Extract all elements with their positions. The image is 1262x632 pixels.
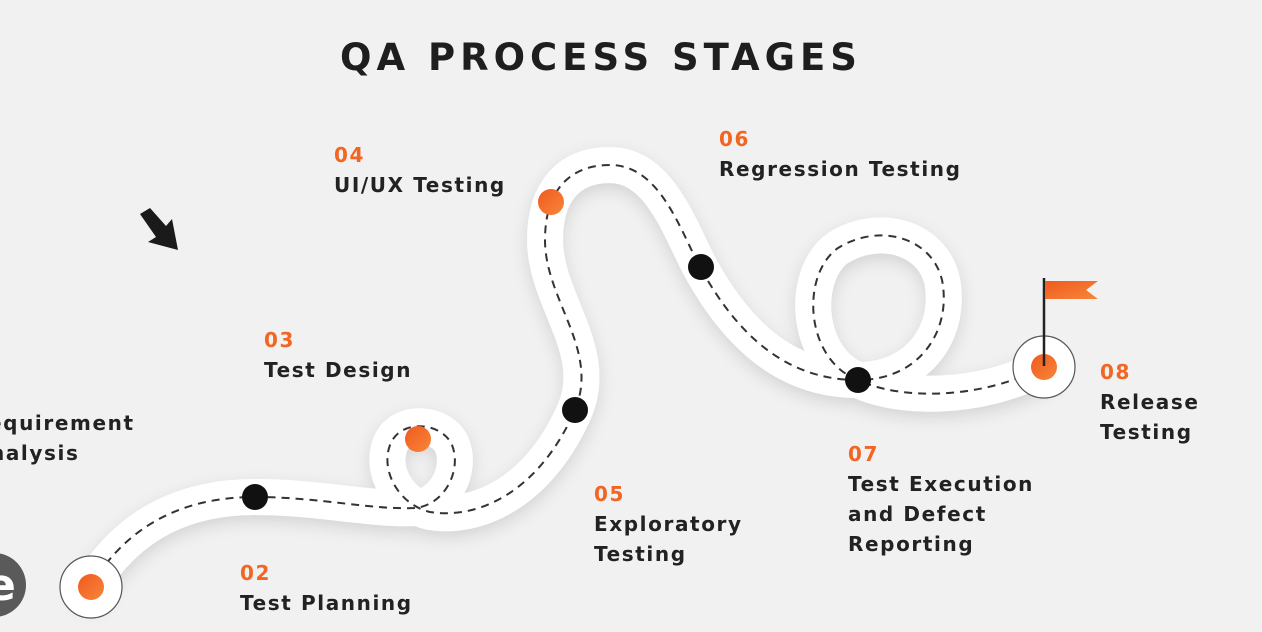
stage-06-label: 06 Regression Testing [719, 124, 962, 184]
stage-name: and Defect [848, 502, 987, 526]
flag-icon [1042, 278, 1098, 366]
start-marker [59, 555, 123, 619]
stage-03-label: 03 Test Design [264, 325, 412, 385]
milestone-dot-02 [242, 484, 268, 510]
milestone-dot-05 [562, 397, 588, 423]
milestone-dot-03 [405, 426, 431, 452]
stage-02-label: 02 Test Planning [240, 558, 413, 618]
stage-number: 06 [719, 127, 751, 151]
milestone-dot-07 [845, 367, 871, 393]
stage-number: 03 [264, 328, 296, 352]
milestone-dot-04 [538, 189, 564, 215]
stage-number: 08 [1100, 360, 1132, 384]
stage-number: 02 [240, 561, 272, 585]
arrow-down-right-icon [140, 208, 178, 250]
stage-name: Reporting [848, 532, 975, 556]
stage-name: nalysis [0, 441, 80, 465]
stage-07-label: 07 Test Execution and Defect Reporting [848, 439, 1034, 559]
stage-name: UI/UX Testing [334, 173, 506, 197]
stage-name: Exploratory [594, 512, 743, 536]
milestone-dot-06 [688, 254, 714, 280]
stage-05-label: 05 Exploratory Testing [594, 479, 743, 569]
stage-name: Test Execution [848, 472, 1034, 496]
stage-name: Test Design [264, 358, 413, 382]
stage-name: Test Planning [240, 591, 413, 615]
stage-name: Regression Testing [719, 157, 962, 181]
page-title: QA PROCESS STAGES [340, 36, 862, 79]
stage-01-label: equirement nalysis [0, 408, 135, 468]
stage-number: 05 [594, 482, 626, 506]
stage-number: 04 [334, 143, 366, 167]
stage-name: equirement [0, 411, 135, 435]
stage-name: Testing [1100, 420, 1193, 444]
logo-letter: e [0, 560, 16, 611]
stage-name: Release [1100, 390, 1200, 414]
logo [0, 553, 26, 617]
stage-04-label: 04 UI/UX Testing [334, 140, 506, 200]
stage-08-label: 08 Release Testing [1100, 357, 1200, 447]
dashed-centerline [89, 163, 1044, 588]
stage-number: 07 [848, 442, 880, 466]
finish-marker [1012, 335, 1076, 399]
stage-name: Testing [594, 542, 687, 566]
